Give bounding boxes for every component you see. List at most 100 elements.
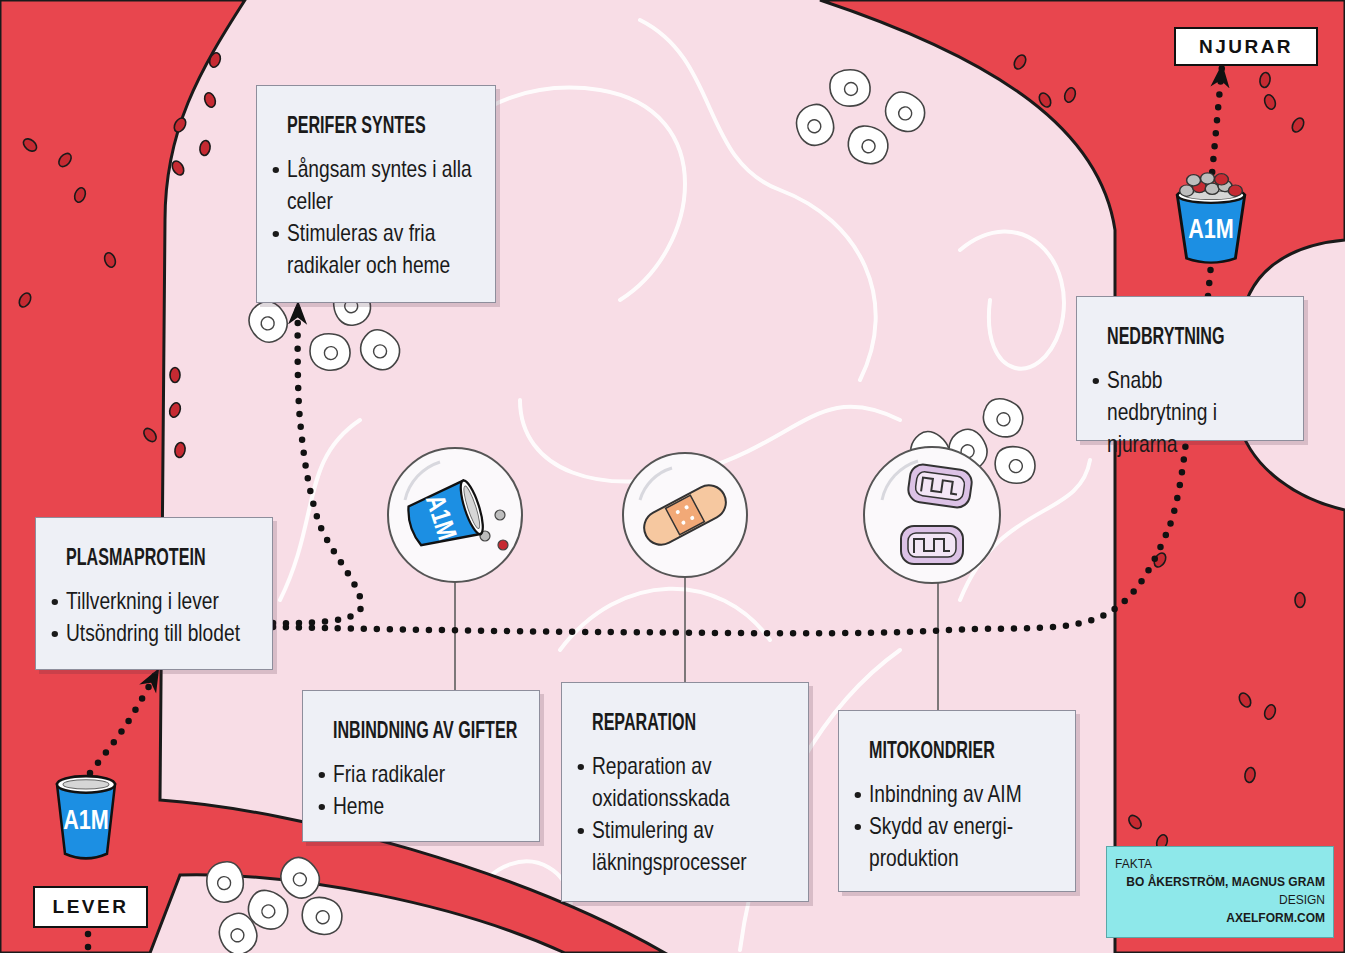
pad-hole <box>690 515 695 520</box>
cell-nucleus <box>860 138 877 155</box>
white-cell <box>878 85 932 138</box>
cell-membrane <box>792 101 838 150</box>
fibre <box>640 20 876 380</box>
red-blood-cell <box>1244 767 1256 784</box>
tissue-fibres <box>280 20 1090 950</box>
mitochondrion <box>901 526 963 564</box>
box-heading: NEDBRYTNING <box>1107 323 1216 350</box>
dotted-connector <box>273 441 1186 633</box>
red-blood-cell <box>1263 93 1278 111</box>
cell-nucleus <box>217 876 231 890</box>
bucket-rim <box>456 478 487 536</box>
fibre <box>280 420 360 600</box>
bound-molecule <box>1214 174 1228 185</box>
red-blood-cell <box>172 116 188 134</box>
cell-nucleus <box>229 927 246 944</box>
toxin-dot <box>498 540 508 550</box>
info-box: PERIFER SYNTESLångsam syntes i alla cell… <box>256 85 496 303</box>
red-blood-cell <box>1259 72 1271 89</box>
bullet-text: Inbindning av AIM <box>869 778 1065 810</box>
bullet-text: Reparation av oxidationsskada <box>592 750 798 814</box>
bullet-text: Fria radikaler <box>333 758 529 790</box>
info-box: MITOKONDRIER Inbindning av AIMSkydd av en… <box>838 710 1076 892</box>
leader-line <box>454 582 456 690</box>
box-heading: PERIFER SYNTES <box>287 112 426 139</box>
cell-membrane <box>843 121 894 169</box>
pad-hole <box>675 509 680 514</box>
red-blood-cell <box>208 51 223 69</box>
white-cell <box>273 851 326 905</box>
pad-hole <box>681 520 686 525</box>
cell-nucleus <box>259 314 277 332</box>
cristae <box>921 478 959 497</box>
white-cell <box>214 909 263 953</box>
bound-molecule <box>1205 183 1219 194</box>
bucket-rim <box>57 776 115 793</box>
cell-nucleus <box>259 902 277 920</box>
bullet-text: Tillverkning i lever <box>66 585 268 617</box>
dotted-path <box>85 934 92 953</box>
cell-membrane <box>298 893 346 938</box>
red-blood-cell <box>170 368 180 383</box>
cell-membrane <box>273 851 326 905</box>
cell-nucleus <box>1008 459 1023 474</box>
bubble-highlight <box>640 468 672 500</box>
organ-label: LEVER <box>53 896 129 918</box>
red-blood-cell <box>56 151 73 169</box>
red-blood-cell <box>21 136 39 153</box>
red-blood-cell <box>1237 691 1253 709</box>
protein-bucket: A1M <box>1175 185 1247 265</box>
red-blood-cell <box>199 140 211 157</box>
bound-molecule <box>1228 185 1242 196</box>
organ-label: NJURAR <box>1199 36 1293 58</box>
bullet-text: Skydd av energi- produktion <box>869 810 1065 874</box>
bubble <box>623 453 747 577</box>
dotted-connector <box>1208 265 1211 296</box>
box-heading: MITOKONDRIER <box>869 737 1006 764</box>
bound-molecule <box>1180 185 1194 196</box>
bandage-icon <box>638 479 732 550</box>
mitochondrion <box>907 463 974 509</box>
red-blood-cell <box>1037 91 1053 109</box>
red-blood-cell <box>1290 116 1306 134</box>
bandage-pad <box>666 495 705 535</box>
white-cell <box>992 444 1038 487</box>
info-box: NEDBRYTNINGSnabb nedbrytning i njurarna <box>1076 296 1304 441</box>
bullet-text: Stimuleras av fria radikaler och heme <box>287 217 485 281</box>
white-cell <box>830 70 870 106</box>
cell-nucleus <box>315 909 331 925</box>
pad-hole <box>684 505 689 510</box>
cells-layer <box>17 51 1306 953</box>
white-cell <box>308 332 351 372</box>
cell-membrane <box>830 70 870 106</box>
box-heading: PLASMAPROTEIN <box>66 544 207 571</box>
red-blood-cell <box>203 91 218 109</box>
bucket-opening <box>461 485 482 530</box>
cell-nucleus <box>995 411 1012 428</box>
cell-nucleus <box>806 118 822 134</box>
cell-nucleus <box>324 346 338 360</box>
red-blood-cell <box>141 426 158 444</box>
toxin-dot <box>495 510 505 520</box>
leader-line <box>684 577 686 682</box>
bubbles <box>388 447 1000 583</box>
cell-membrane <box>205 860 245 904</box>
white-cell <box>353 323 407 377</box>
cell-membrane <box>214 909 263 953</box>
protein-bucket: A1M <box>55 773 117 861</box>
bubble <box>388 448 522 582</box>
mitochondrion-inner <box>908 533 956 557</box>
organ-tag: NJURAR <box>1174 27 1318 66</box>
credit-box: FAKTABO ÅKERSTRÖM, MAGNUS GRAMDESIGNAXEL… <box>1106 846 1334 938</box>
cell-nucleus <box>845 83 858 96</box>
red-blood-cell <box>1152 551 1168 569</box>
dotted-connector <box>90 670 158 773</box>
red-blood-cell <box>103 251 118 269</box>
cell-membrane <box>878 85 932 138</box>
fibre <box>960 232 1064 369</box>
red-blood-cell <box>1012 53 1028 71</box>
white-cell <box>298 893 346 938</box>
toxin-dots <box>480 510 508 550</box>
white-cell <box>792 101 838 150</box>
